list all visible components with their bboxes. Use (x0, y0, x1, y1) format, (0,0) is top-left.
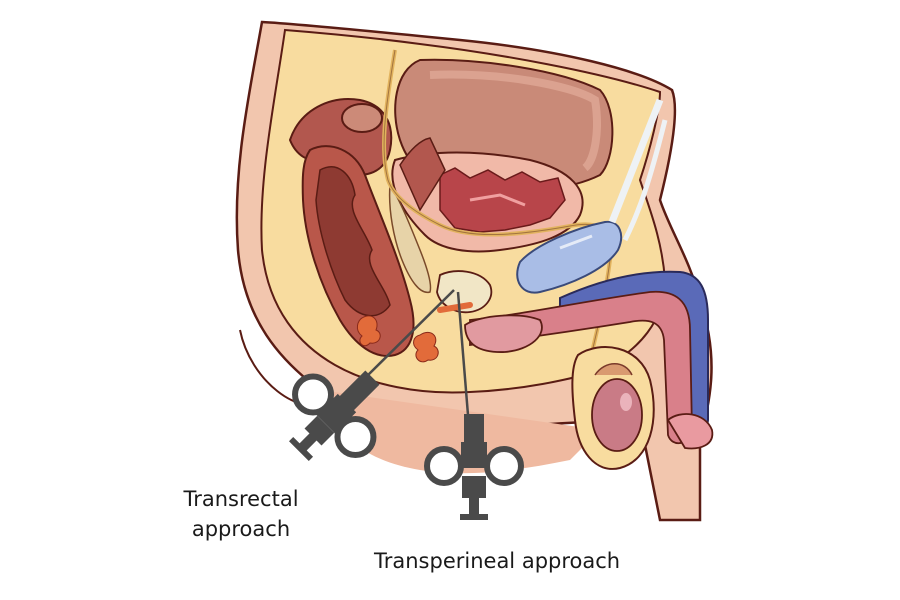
pubic-symphysis (516, 220, 623, 294)
testis (591, 378, 643, 452)
transrectal-approach-label: Transrectal approach (173, 484, 309, 544)
transrectal-needle (364, 289, 455, 379)
transperineal-approach-label: Transperineal approach (374, 549, 621, 573)
urethral-bulb (464, 314, 543, 353)
transrectal-biopsy-gun-icon (288, 370, 380, 462)
scrotum (571, 346, 655, 470)
transrectal-label-line2: approach (191, 517, 291, 541)
transrectal-label-line1: Transrectal (183, 487, 299, 511)
transperineal-biopsy-gun-icon (424, 414, 524, 520)
anal-sphincter (356, 302, 473, 363)
epididymis (594, 363, 633, 376)
seminal-vesicle (388, 182, 432, 294)
rectum (301, 145, 415, 357)
ligament (608, 98, 664, 224)
transperineal-needle (456, 291, 470, 416)
prostate (436, 270, 493, 314)
